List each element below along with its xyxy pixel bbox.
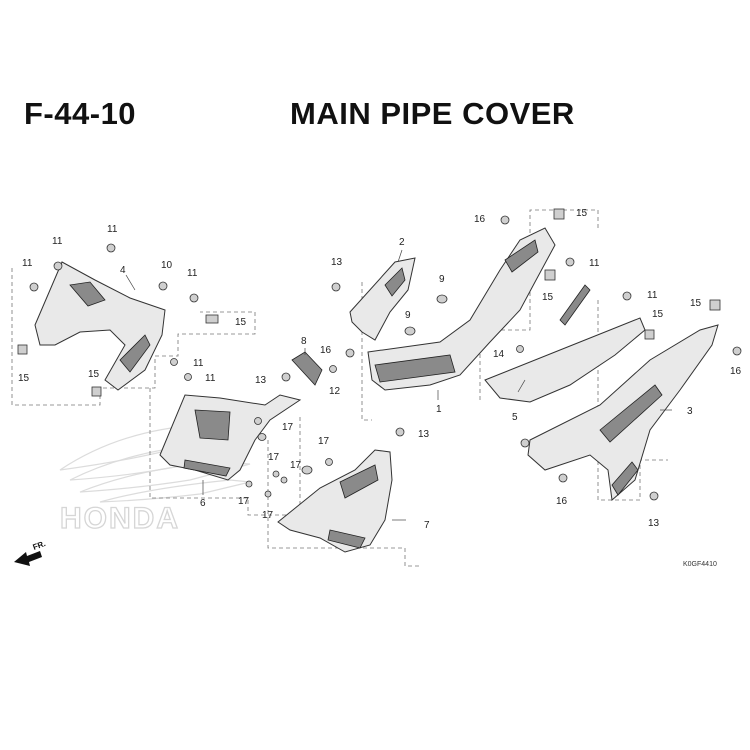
label-part-5: 5 xyxy=(512,412,518,423)
fasteners xyxy=(17,208,742,501)
front-indicator: FR. xyxy=(32,539,47,552)
label-part-11: 11 xyxy=(52,236,63,247)
label-part-15: 15 xyxy=(652,309,664,320)
label-part-8: 8 xyxy=(301,336,307,347)
label-part-11: 11 xyxy=(647,290,658,301)
part-number-labels: 1 2 3 4 5 6 7 8 9 9 10 11 11 11 11 11 11… xyxy=(18,208,742,531)
label-part-16: 16 xyxy=(474,214,486,225)
label-part-13: 13 xyxy=(648,518,660,529)
reference-code: K0GF4410 xyxy=(683,561,717,568)
label-part-1: 1 xyxy=(436,404,442,415)
label-part-13: 13 xyxy=(255,375,267,386)
label-part-15: 15 xyxy=(576,208,588,219)
honda-watermark-text: HONDA xyxy=(60,502,180,535)
part-5-cover xyxy=(484,284,646,403)
label-part-17: 17 xyxy=(290,460,302,471)
label-part-17: 17 xyxy=(238,496,250,507)
label-part-11: 11 xyxy=(193,358,204,369)
part-2-cover xyxy=(349,257,416,341)
label-part-15: 15 xyxy=(690,298,702,309)
label-part-15: 15 xyxy=(88,369,100,380)
part-6-cover xyxy=(159,394,302,481)
label-part-16: 16 xyxy=(730,366,742,377)
label-part-11: 11 xyxy=(205,373,216,384)
diagram-code: F-44-10 xyxy=(24,96,137,131)
label-part-15: 15 xyxy=(542,292,554,303)
label-part-17: 17 xyxy=(262,510,274,521)
label-part-7: 7 xyxy=(424,520,430,531)
label-part-13: 13 xyxy=(331,257,343,268)
label-part-13: 13 xyxy=(418,429,430,440)
label-part-6: 6 xyxy=(200,498,206,509)
label-part-9: 9 xyxy=(439,274,445,285)
label-part-15: 15 xyxy=(18,373,30,384)
part-8-bracket xyxy=(291,351,323,386)
label-part-15: 15 xyxy=(235,317,247,328)
label-part-9: 9 xyxy=(405,310,411,321)
leader-lines xyxy=(125,249,672,521)
label-part-16: 16 xyxy=(556,496,568,507)
front-arrow-icon xyxy=(14,551,42,566)
label-part-12: 12 xyxy=(329,386,341,397)
label-part-4: 4 xyxy=(120,265,126,276)
label-part-11: 11 xyxy=(187,268,198,279)
group-box-part7 xyxy=(267,440,420,567)
label-part-17: 17 xyxy=(318,436,330,447)
group-box-left xyxy=(11,268,256,406)
part-7-cover xyxy=(277,449,393,553)
label-part-14: 14 xyxy=(493,349,505,360)
label-part-11: 11 xyxy=(107,224,118,235)
label-part-11: 11 xyxy=(22,258,33,269)
label-part-10: 10 xyxy=(161,260,173,271)
part-4-cover xyxy=(34,261,166,391)
label-part-17: 17 xyxy=(282,422,294,433)
label-part-3: 3 xyxy=(687,406,693,417)
label-part-17: 17 xyxy=(268,452,280,463)
label-part-11: 11 xyxy=(589,258,600,269)
part-1-main-pipe-cover xyxy=(367,227,556,391)
part-3-side-cover xyxy=(527,324,719,501)
group-box-part6 xyxy=(149,388,301,516)
diagram-title: MAIN PIPE COVER xyxy=(290,96,575,131)
label-part-16: 16 xyxy=(320,345,332,356)
label-part-2: 2 xyxy=(399,237,405,248)
